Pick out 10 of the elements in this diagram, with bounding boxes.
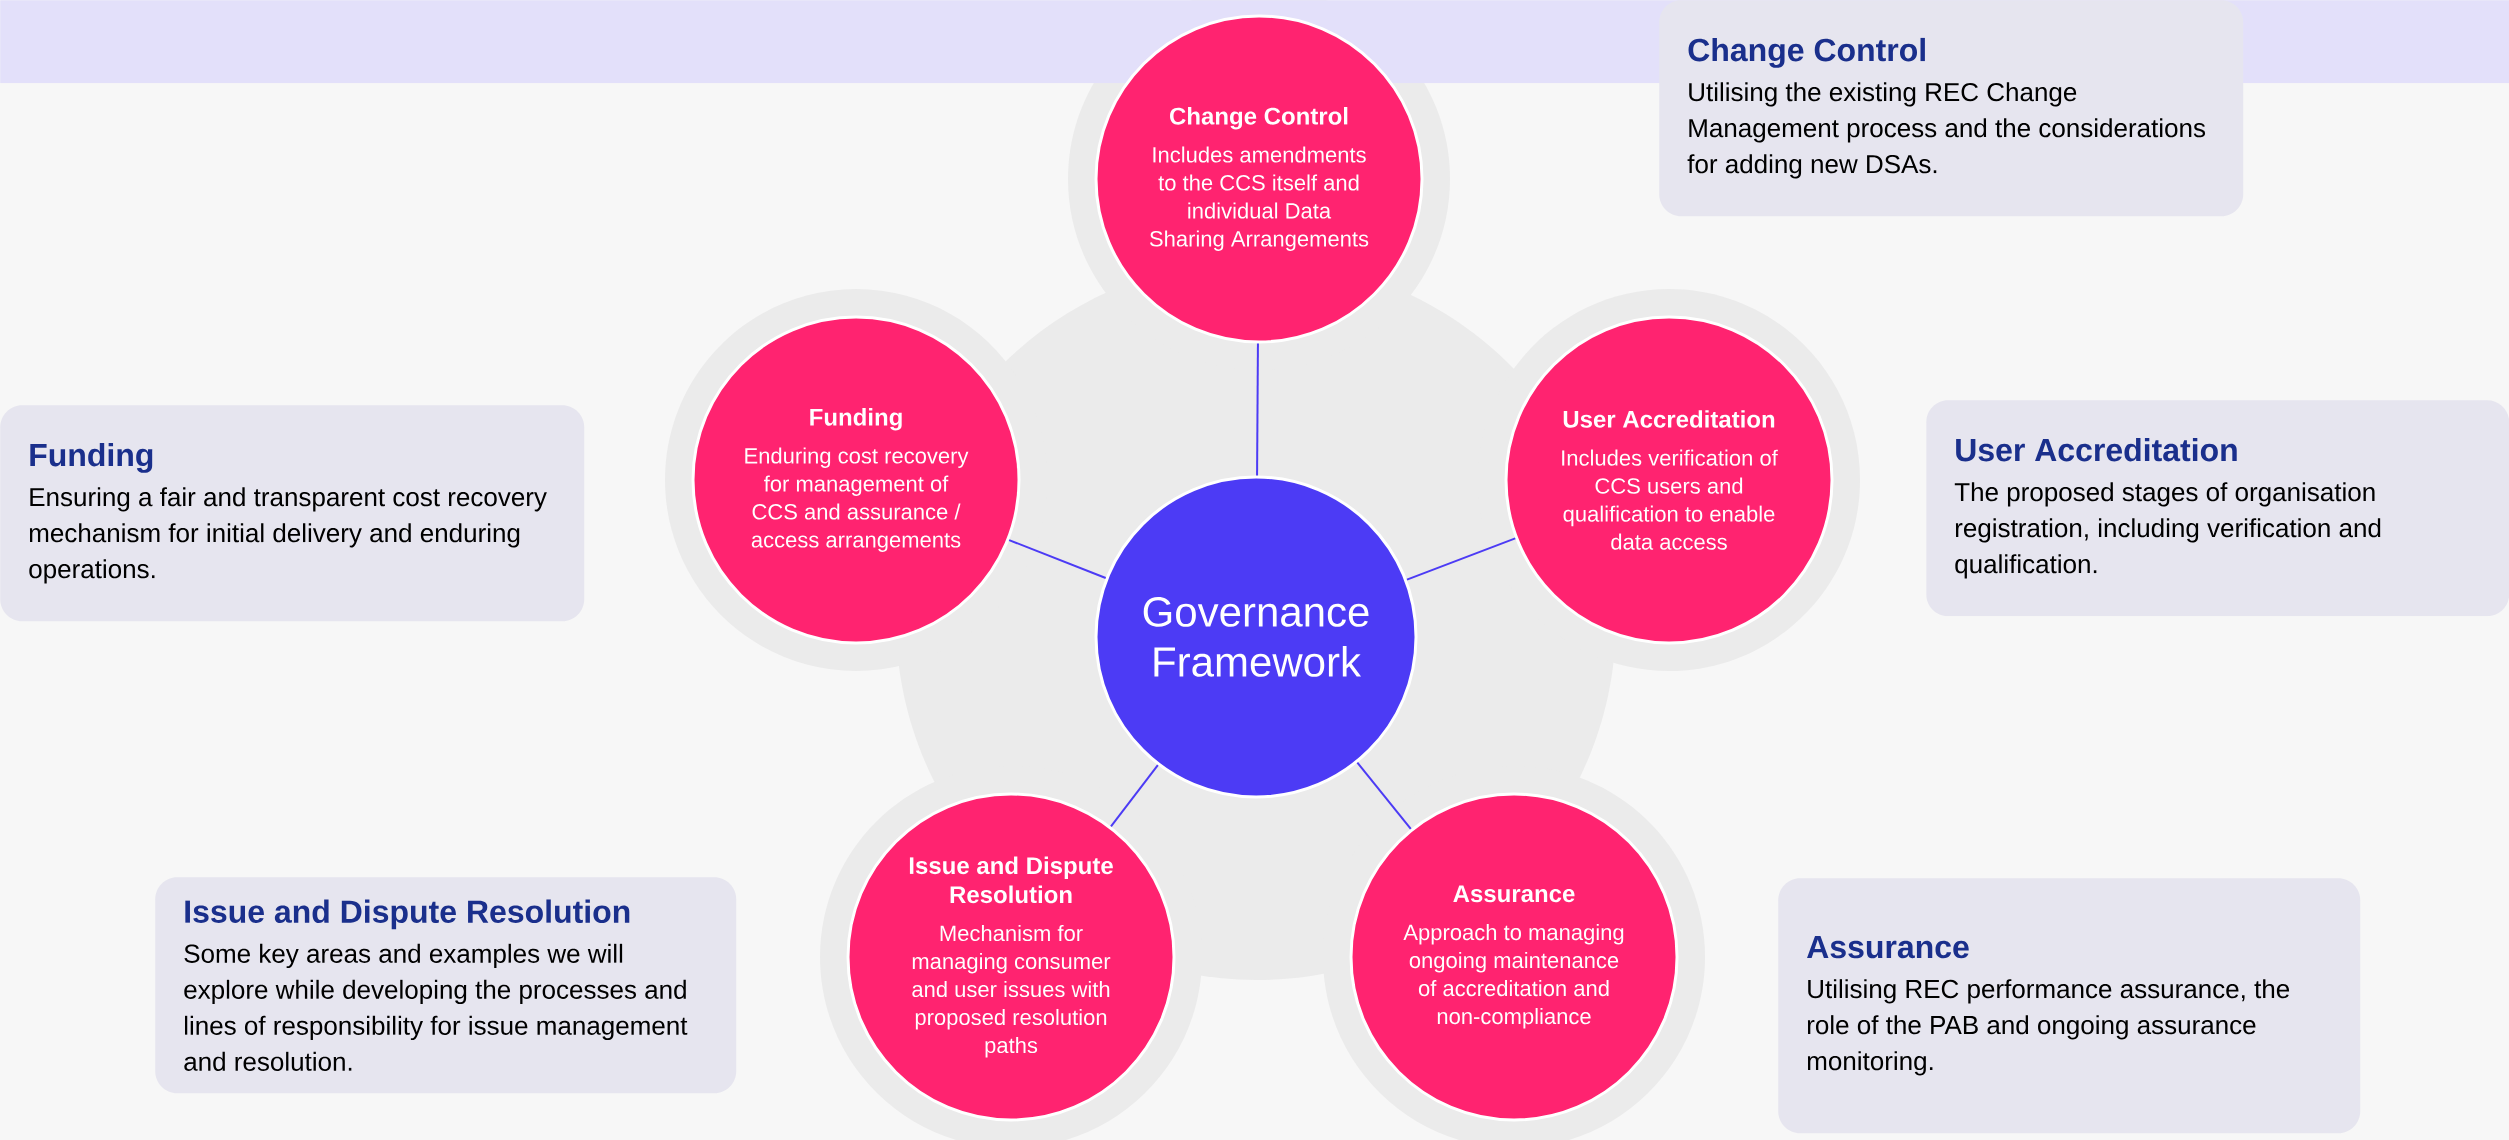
connector-line xyxy=(1405,537,1517,581)
connector-line xyxy=(1008,539,1107,579)
info-card: Funding Ensuring a fair and transparent cost recovery mechanism for initial delivery and enduring operations. xyxy=(0,405,585,622)
connector-line xyxy=(1256,342,1259,477)
info-card: Change Control Utilising the existing REC Change Management process and the considerations for adding new DSAs. xyxy=(1659,0,2244,217)
info-card: Issue and Dispute Resolution Some key areas and examples we will explore while developing the processes and lines of responsibility for issue management and resolution. xyxy=(155,877,737,1094)
info-card: Assurance Utilising REC performance assurance, the role of the PAB and ongoing assurance monitoring. xyxy=(1778,878,2361,1134)
connector-line xyxy=(1110,764,1159,828)
connector-line xyxy=(1356,761,1412,830)
info-card: User Accreditation The proposed stages of organisation registration, including verification and qualification. xyxy=(1926,400,2509,617)
